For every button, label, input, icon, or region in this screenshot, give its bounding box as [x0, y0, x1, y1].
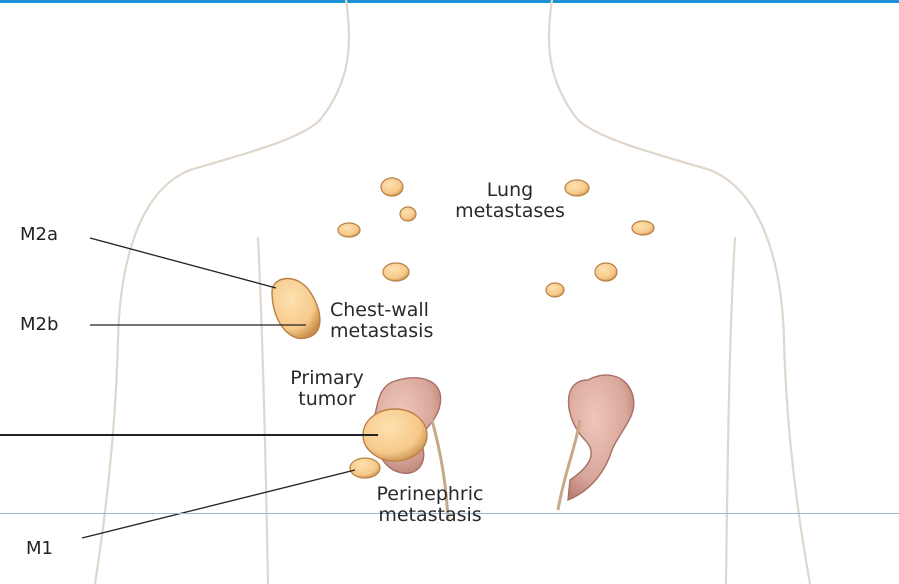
- lung-label-line-2: metastases: [430, 201, 590, 222]
- m2a-label: M2a: [20, 224, 58, 245]
- m1-leader-line: [82, 470, 355, 538]
- lung-nodule: [595, 263, 617, 281]
- chest-wall-label-line-1: Chest-wall: [330, 300, 433, 321]
- lung-nodule: [383, 263, 409, 281]
- lung-nodule: [632, 221, 654, 235]
- lung-label-line-1: Lung: [430, 180, 590, 201]
- lung-nodule: [400, 207, 416, 221]
- m1-label: M1: [26, 538, 53, 559]
- m2a-leader-line: [90, 238, 276, 288]
- chest-wall-metastasis: [272, 279, 320, 339]
- chest-wall-metastasis-label: Chest-wall metastasis: [330, 300, 433, 342]
- primary-label-line-1: Primary: [262, 368, 392, 389]
- primary-label-line-2: tumor: [262, 389, 392, 410]
- kidney-left-side: [558, 375, 634, 510]
- m2b-label: M2b: [20, 314, 58, 335]
- perinephric-metastasis: [350, 458, 380, 478]
- torso-right: [726, 238, 735, 584]
- lung-metastases-label: Lung metastases: [430, 180, 590, 222]
- lung-nodule: [338, 223, 360, 237]
- lung-nodule: [546, 283, 564, 297]
- neck-right: [549, 0, 810, 584]
- primary-tumor-label: Primary tumor: [262, 368, 392, 410]
- perinephric-label-line-1: Perinephric: [340, 484, 520, 505]
- perinephric-label-line-2: metastasis: [340, 505, 520, 526]
- chest-wall-label-line-2: metastasis: [330, 321, 433, 342]
- lung-nodule: [381, 178, 403, 196]
- perinephric-metastasis-label: Perinephric metastasis: [340, 484, 520, 526]
- torso-left: [258, 238, 268, 584]
